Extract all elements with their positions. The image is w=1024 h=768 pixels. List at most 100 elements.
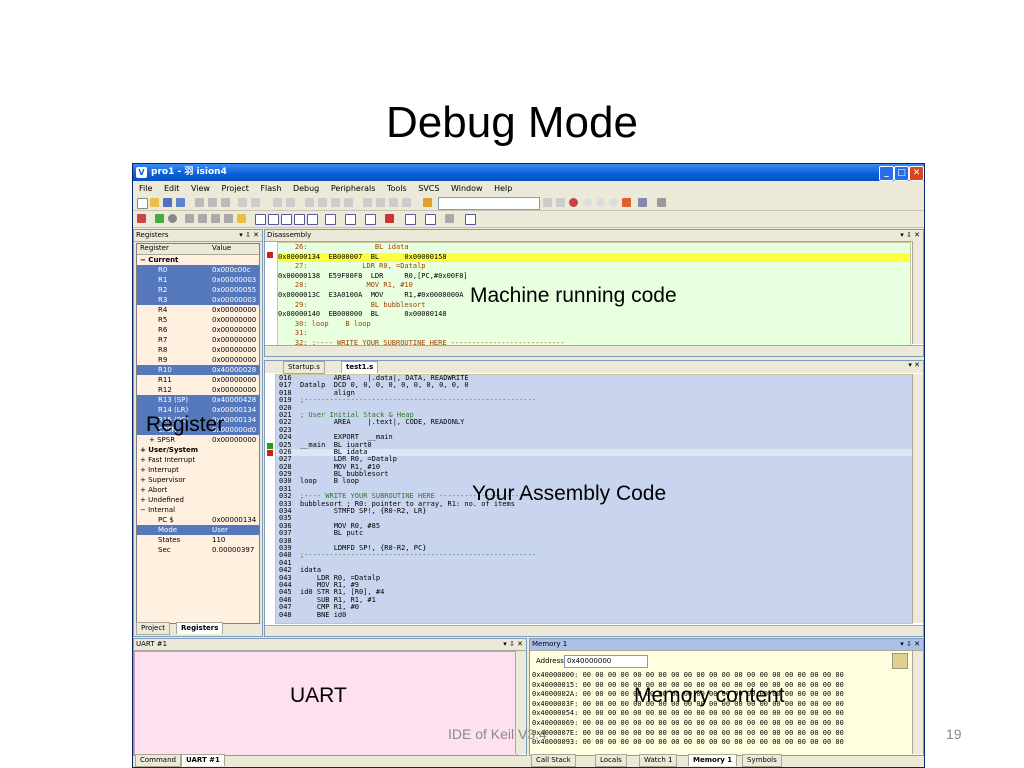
tab-memory-1[interactable]: Memory 1	[688, 754, 738, 766]
memory-rows[interactable]: 0x40000000: 00 00 00 00 00 00 00 00 00 0…	[530, 671, 910, 753]
source-line[interactable]: 041	[276, 559, 912, 567]
pane-controls-icon[interactable]: ▾ ✕	[908, 361, 920, 369]
system-viewer-icon[interactable]	[425, 214, 436, 225]
register-row[interactable]: − Internal	[137, 505, 259, 515]
disassembly-hscrollbar[interactable]	[265, 345, 923, 356]
tab-watch-1[interactable]: Watch 1	[639, 754, 678, 767]
start-debug-icon[interactable]	[569, 198, 578, 207]
tab-registers[interactable]: Registers	[176, 622, 224, 634]
source-line[interactable]: 026 BL idata	[276, 448, 912, 457]
toolbox-icon[interactable]	[445, 214, 454, 223]
register-row[interactable]: PC $0x00000134	[137, 515, 259, 525]
symbols-window-icon[interactable]	[281, 214, 292, 225]
pane-controls-icon[interactable]: ▾ ⇩ ✕	[900, 231, 920, 239]
register-row[interactable]: R13 (SP)0x40000428	[137, 395, 259, 405]
disassembly-vscrollbar[interactable]	[912, 241, 923, 344]
run-icon[interactable]	[155, 214, 164, 223]
incremental-find-icon[interactable]	[556, 198, 565, 207]
source-line[interactable]: 021; User Initial Stack & Heap	[276, 411, 912, 419]
pane-controls-icon[interactable]: ▾ ⇩ ✕	[503, 640, 523, 648]
memory-vscrollbar[interactable]	[912, 651, 923, 754]
configure-icon[interactable]	[657, 198, 666, 207]
navigate-back-icon[interactable]	[273, 198, 282, 207]
undo-icon[interactable]	[238, 198, 247, 207]
menu-svcs[interactable]: SVCS	[418, 184, 440, 193]
lock-icon[interactable]	[892, 653, 908, 669]
source-line[interactable]: 040;------------------------------------…	[276, 551, 912, 559]
insert-breakpoint-icon[interactable]	[583, 198, 592, 207]
watch-window-icon[interactable]	[325, 214, 336, 225]
register-row[interactable]: R14 (LR)0x00000134	[137, 405, 259, 415]
tab-uart[interactable]: UART #1	[181, 754, 225, 766]
register-row[interactable]: R15 (PC)0x00000134	[137, 415, 259, 425]
menu-help[interactable]: Help	[494, 184, 513, 193]
copy-icon[interactable]	[208, 198, 217, 207]
source-line[interactable]: 027 LDR R0, =Datalp	[276, 455, 912, 463]
find-combo[interactable]	[438, 197, 540, 210]
tab-project[interactable]: Project	[136, 622, 170, 635]
tab-test1[interactable]: test1.s	[341, 361, 379, 373]
indent-icon[interactable]	[363, 198, 372, 207]
source-line[interactable]: 048 BNE id0	[276, 611, 912, 619]
menu-tools[interactable]: Tools	[386, 184, 407, 193]
memory-row[interactable]: 0x40000069: 00 00 00 00 00 00 00 00 00 0…	[532, 718, 844, 727]
uart-vscrollbar[interactable]	[515, 651, 526, 754]
bookmark-clear-icon[interactable]	[344, 198, 353, 207]
col-value[interactable]: Value	[212, 244, 232, 252]
register-row[interactable]: + Fast Interrupt	[137, 455, 259, 465]
disassembly-line[interactable]: 0x00000138 E59F00F8 LDR R0,[PC,#0x00F8]	[278, 271, 468, 280]
memory-row[interactable]: 0x4000003F: 00 00 00 00 00 00 00 00 00 0…	[532, 699, 844, 708]
disassembly-window-icon[interactable]	[268, 214, 279, 225]
command-window-icon[interactable]	[255, 214, 266, 225]
analysis-window-icon[interactable]	[385, 214, 394, 223]
source-line[interactable]: 044 MOV R1, #9	[276, 581, 912, 589]
save-icon[interactable]	[163, 198, 172, 207]
serial-window-icon[interactable]	[365, 214, 376, 225]
tab-symbols[interactable]: Symbols	[742, 754, 782, 767]
navigate-forward-icon[interactable]	[286, 198, 295, 207]
kill-breakpoints-icon[interactable]	[622, 198, 631, 207]
paste-icon[interactable]	[221, 198, 230, 207]
memory-row[interactable]: 0x40000054: 00 00 00 00 00 00 00 00 00 0…	[532, 709, 844, 718]
memory-row[interactable]: 0x40000093: 00 00 00 00 00 00 00 00 00 0…	[532, 738, 844, 747]
uncomment-icon[interactable]	[402, 198, 411, 207]
window-icon[interactable]	[638, 198, 647, 207]
source-line[interactable]: 034 STMFD SP!, {R0-R2, LR}	[276, 507, 912, 515]
find-icon[interactable]	[543, 198, 552, 207]
address-input[interactable]: 0x40000000	[564, 655, 648, 668]
disassembly-line[interactable]: 29: BL bubblesort	[278, 300, 426, 309]
disassembly-line[interactable]: 28: MOV R1, #10	[278, 281, 413, 290]
memory-window-icon[interactable]	[345, 214, 356, 225]
source-line[interactable]: 031	[276, 485, 912, 493]
find-in-files-icon[interactable]	[423, 198, 432, 207]
title-bar[interactable]: V pro1 - 羽 ision4 _ □ ✕	[133, 164, 924, 181]
disassembly-line[interactable]: 26: BL idata	[278, 243, 409, 251]
menu-edit[interactable]: Edit	[163, 184, 180, 193]
breakpoint-enabled-icon[interactable]	[267, 443, 273, 449]
source-line[interactable]: 028 MOV R1, #10	[276, 463, 912, 471]
tab-call-stack[interactable]: Call Stack	[531, 754, 576, 767]
col-register[interactable]: Register	[140, 244, 169, 252]
save-all-icon[interactable]	[176, 198, 185, 207]
source-line[interactable]: 047 CMP R1, #0	[276, 603, 912, 611]
minimize-button[interactable]: _	[879, 166, 894, 181]
source-line[interactable]: 039 LDMFD SP!, {R0-R2, PC}	[276, 544, 912, 552]
source-line[interactable]: 046 SUB R1, R1, #1	[276, 596, 912, 604]
step-over-icon[interactable]	[198, 214, 207, 223]
new-file-icon[interactable]	[137, 198, 148, 209]
bookmark-next-icon[interactable]	[331, 198, 340, 207]
disassembly-line[interactable]: 0x00000134 EB000007 BL 0x00000158	[278, 252, 910, 263]
